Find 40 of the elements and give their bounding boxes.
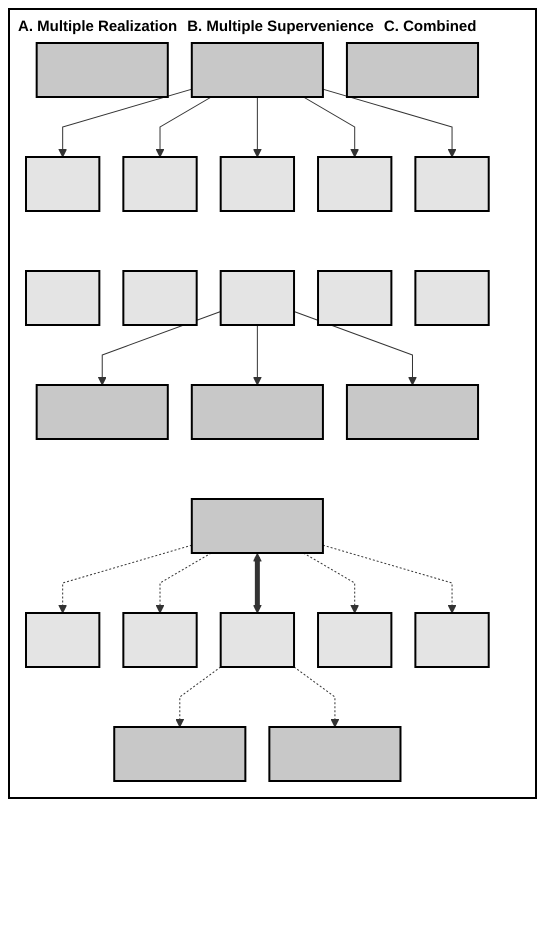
node-box bbox=[25, 270, 100, 326]
node-box bbox=[414, 270, 490, 326]
node-box bbox=[190, 498, 324, 554]
arrow bbox=[294, 666, 340, 728]
arrow bbox=[252, 96, 262, 158]
node-box bbox=[122, 270, 198, 326]
node-box bbox=[317, 270, 392, 326]
section-heading: A. Multiple Realization bbox=[18, 18, 178, 35]
node-box bbox=[36, 42, 169, 98]
arrow bbox=[58, 88, 192, 158]
node-box bbox=[220, 612, 296, 668]
section-heading: C. Combined bbox=[384, 18, 476, 35]
node-box bbox=[220, 270, 296, 326]
arrow bbox=[322, 544, 456, 614]
node-box bbox=[190, 384, 324, 440]
node-box bbox=[414, 612, 490, 668]
node-box bbox=[25, 156, 100, 212]
arrow bbox=[156, 96, 212, 158]
arrow bbox=[175, 666, 222, 728]
node-box bbox=[317, 156, 392, 212]
arrow bbox=[252, 553, 262, 614]
node-box bbox=[122, 156, 198, 212]
node-box bbox=[346, 384, 480, 440]
arrow bbox=[302, 96, 360, 158]
node-box bbox=[190, 42, 324, 98]
node-box bbox=[25, 612, 100, 668]
node-box bbox=[36, 384, 169, 440]
arrow bbox=[294, 310, 417, 386]
arrow bbox=[322, 88, 456, 158]
node-box bbox=[346, 42, 480, 98]
node-box bbox=[220, 156, 296, 212]
arrow bbox=[58, 544, 192, 614]
node-box bbox=[122, 612, 198, 668]
section-heading: B. Multiple Supervenience bbox=[187, 18, 374, 35]
node-box bbox=[317, 612, 392, 668]
arrow bbox=[98, 310, 222, 386]
arrow bbox=[252, 324, 262, 386]
node-box bbox=[414, 156, 490, 212]
node-box bbox=[268, 726, 402, 782]
node-box bbox=[113, 726, 246, 782]
